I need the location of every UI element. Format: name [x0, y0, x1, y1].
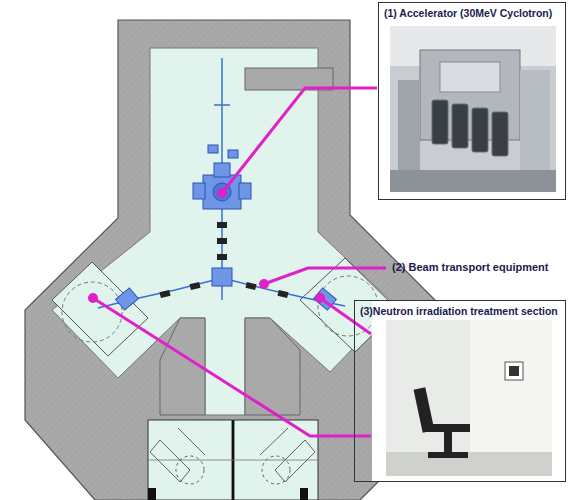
- treatment-room-photo: [386, 320, 552, 476]
- treatment-room: [52, 262, 148, 356]
- callout-box: (3)Neutron irradiation treatment section: [354, 300, 566, 482]
- leader-line: [93, 88, 386, 436]
- callout-title: (3)Neutron irradiation treatment section: [355, 301, 563, 317]
- vault-floor: [52, 48, 395, 415]
- cyclotron: [193, 145, 251, 209]
- beam-magnet: [159, 222, 288, 298]
- callout-label: (2) Beam transport equipment: [392, 261, 548, 273]
- callout-title: (1) Accelerator (30MeV Cyclotron): [379, 3, 557, 19]
- accelerator-photo: [390, 26, 556, 192]
- callout-box: (1) Accelerator (30MeV Cyclotron): [378, 2, 566, 200]
